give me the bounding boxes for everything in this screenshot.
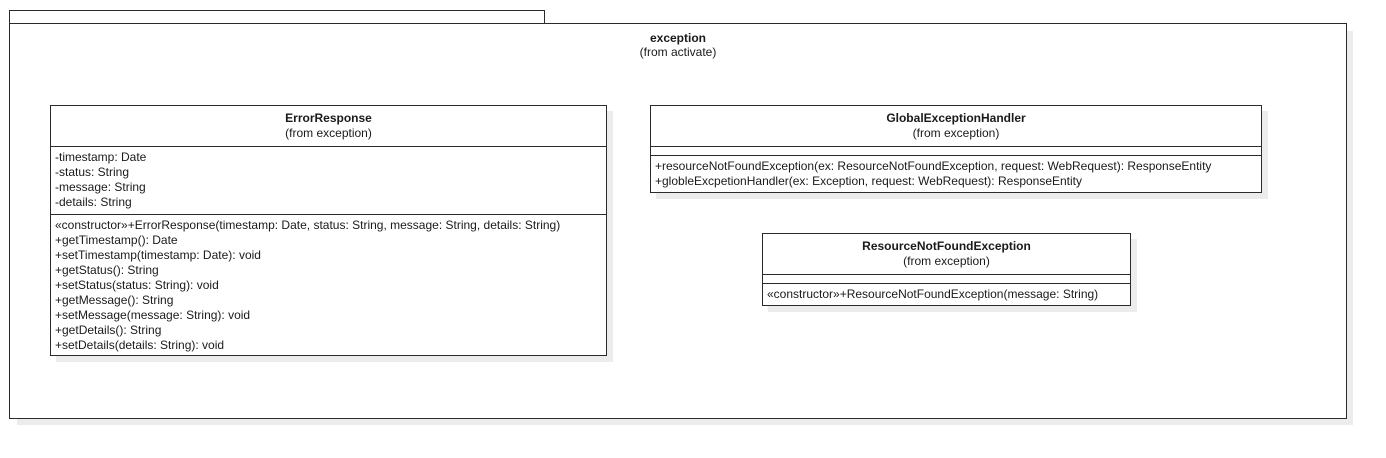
operation: +getMessage(): String [55,293,174,307]
class-error-response[interactable]: ErrorResponse (from exception) -timestam… [50,105,607,356]
operations-section: «constructor»+ErrorResponse(timestamp: D… [51,214,606,355]
attributes-section [651,146,1261,155]
attribute: -timestamp: Date [55,150,147,164]
class-from: (from exception) [285,126,372,140]
operation: +getStatus(): String [55,263,159,277]
operation: +setDetails(details: String): void [55,338,225,352]
operation: +resourceNotFoundException(ex: ResourceN… [655,159,1212,173]
package-tab [9,10,545,24]
class-header: GlobalExceptionHandler (from exception) [651,106,1261,146]
operations-section: +resourceNotFoundException(ex: ResourceN… [651,155,1261,191]
class-global-exception-handler[interactable]: GlobalExceptionHandler (from exception) … [650,105,1262,193]
operation: +getTimestamp(): Date [55,233,178,247]
attributes-section: -timestamp: Date -status: String -messag… [51,146,606,214]
class-name: ResourceNotFoundException [862,239,1031,253]
package-name: exception [649,31,706,45]
operation: «constructor»+ErrorResponse(timestamp: D… [55,218,561,232]
attribute: -details: String [55,195,132,209]
class-header: ErrorResponse (from exception) [51,106,606,146]
attributes-section [763,274,1130,283]
operation: +setMessage(message: String): void [55,308,251,322]
operation: +getDetails(): String [55,323,162,337]
operation: +setStatus(status: String): void [55,278,219,292]
operation: +setTimestamp(timestamp: Date): void [55,248,261,262]
class-from: (from exception) [912,126,1000,140]
package-header: exception (from activate) [10,31,1346,59]
attribute: -status: String [55,165,130,179]
attribute: -message: String [55,180,146,194]
operation: +globleExcpetionHandler(ex: Exception, r… [655,174,1083,188]
class-header: ResourceNotFoundException (from exceptio… [763,234,1130,274]
class-resource-not-found-exception[interactable]: ResourceNotFoundException (from exceptio… [762,233,1131,306]
class-name: ErrorResponse [285,111,372,125]
class-from: (from exception) [903,254,990,268]
operations-section: «constructor»+ResourceNotFoundException(… [763,283,1130,304]
operation: «constructor»+ResourceNotFoundException(… [767,287,1099,301]
class-name: GlobalExceptionHandler [886,111,1026,125]
package-from: (from activate) [639,45,717,59]
